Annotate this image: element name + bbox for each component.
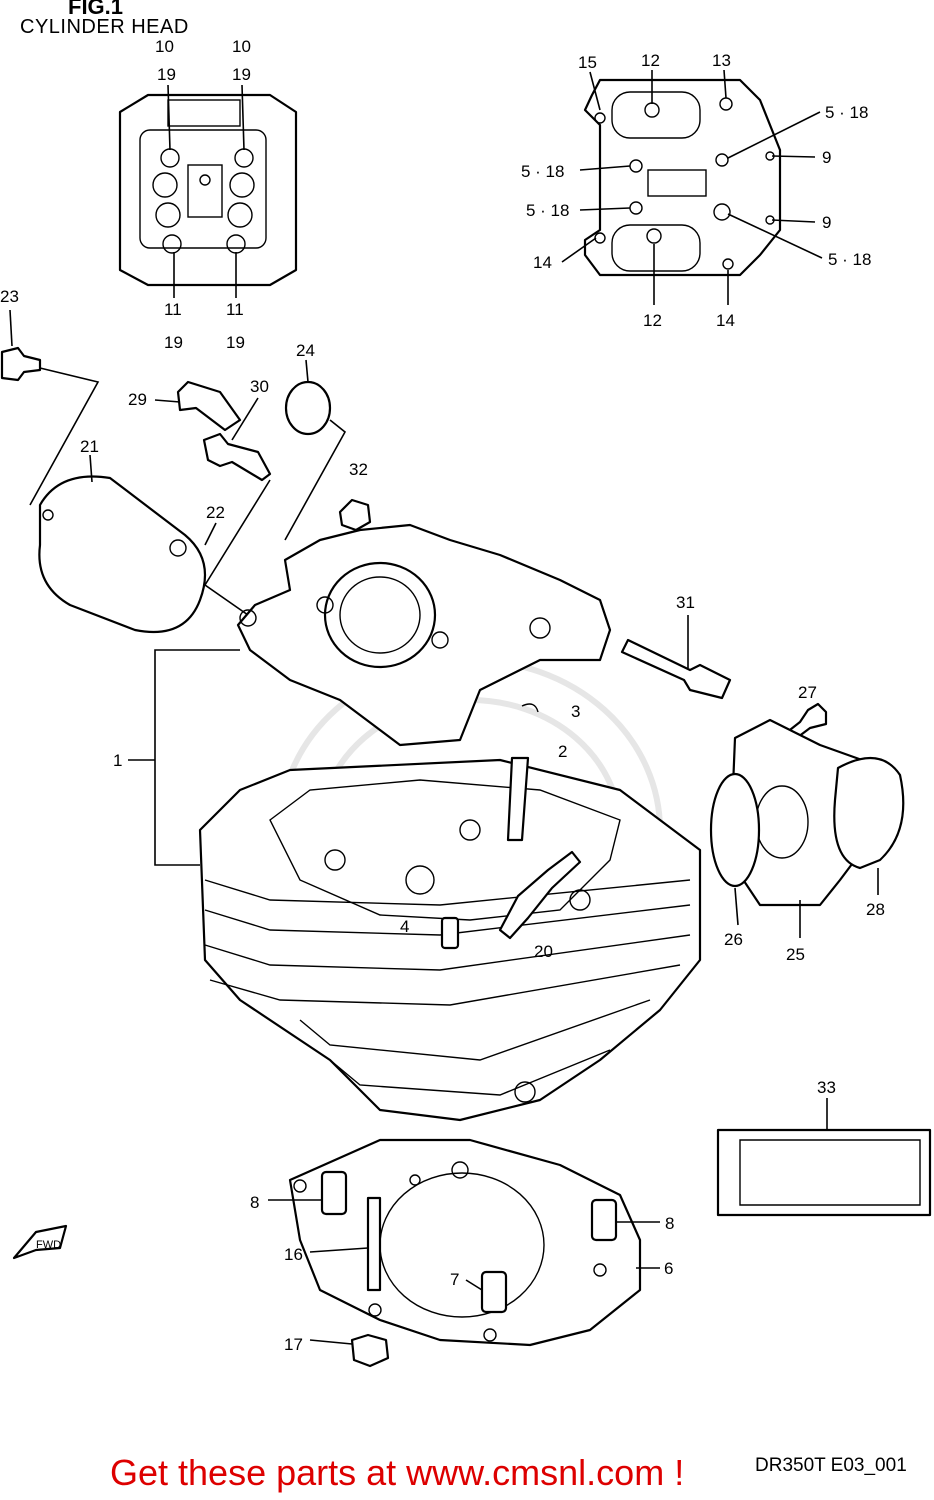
promo-banner[interactable]: Get these parts at www.cmsnl.com ! xyxy=(110,1452,685,1493)
model-code: DR350T E03_001 xyxy=(755,1455,907,1476)
cover-top-view-inset xyxy=(561,69,823,305)
callout-11a: 11 xyxy=(164,300,182,319)
callout-3: 3 xyxy=(571,702,580,721)
callout-9a: 9 xyxy=(822,148,831,167)
callout-8b: 8 xyxy=(665,1214,674,1233)
callout-20: 20 xyxy=(534,942,553,961)
bolt-31 xyxy=(620,615,732,700)
callout-518b: 5 · 18 xyxy=(521,162,564,181)
callout-14b: 14 xyxy=(716,311,735,330)
head-gasket-group xyxy=(268,1138,660,1368)
callout-16: 16 xyxy=(284,1245,303,1264)
head-top-view-inset xyxy=(118,84,298,298)
callout-12b: 12 xyxy=(643,311,662,330)
callout-32: 32 xyxy=(349,460,368,479)
callout-19a: 19 xyxy=(157,65,176,84)
callout-518a: 5 · 18 xyxy=(825,103,868,122)
callout-17: 17 xyxy=(284,1335,303,1354)
fwd-arrow-icon: FWD xyxy=(12,1224,68,1260)
callout-8a: 8 xyxy=(250,1193,259,1212)
callout-4: 4 xyxy=(400,917,409,936)
callout-labels: 10 10 19 19 11 11 19 19 15 12 13 5 · 18 … xyxy=(0,37,885,1354)
callout-1: 1 xyxy=(113,751,122,770)
callout-22: 22 xyxy=(206,503,225,522)
figure-label: FIG.1 xyxy=(68,0,124,19)
callout-6: 6 xyxy=(664,1259,673,1278)
callout-11b: 11 xyxy=(226,300,244,319)
callout-26: 26 xyxy=(724,930,743,949)
callout-14a: 14 xyxy=(533,253,552,272)
callout-518c: 5 · 18 xyxy=(526,201,569,220)
gasket-set-33 xyxy=(716,1098,932,1217)
callout-518d: 5 · 18 xyxy=(828,250,871,269)
callout-19d: 19 xyxy=(226,333,245,352)
tappet-cover-group xyxy=(0,309,347,634)
callout-33: 33 xyxy=(817,1078,836,1097)
callout-29: 29 xyxy=(128,390,147,409)
callout-24: 24 xyxy=(296,341,315,360)
callout-19b: 19 xyxy=(232,65,251,84)
cylinder-head-main xyxy=(128,498,702,1122)
callout-30: 30 xyxy=(250,377,269,396)
callout-13: 13 xyxy=(712,51,731,70)
callout-12a: 12 xyxy=(641,51,660,70)
intake-pipe-group xyxy=(709,702,905,938)
callout-2: 2 xyxy=(558,742,567,761)
callout-7: 7 xyxy=(450,1270,459,1289)
callout-19c: 19 xyxy=(164,333,183,352)
callout-28: 28 xyxy=(866,900,885,919)
callout-31: 31 xyxy=(676,593,695,612)
fwd-label: FWD xyxy=(36,1239,61,1251)
diagram-title: CYLINDER HEAD xyxy=(20,16,189,38)
callout-9b: 9 xyxy=(822,213,831,232)
callout-10a: 10 xyxy=(155,37,174,56)
callout-10b: 10 xyxy=(232,37,251,56)
callout-27: 27 xyxy=(798,683,817,702)
callout-25: 25 xyxy=(786,945,805,964)
callout-23: 23 xyxy=(0,287,19,306)
callout-15: 15 xyxy=(578,53,597,72)
callout-21: 21 xyxy=(80,437,99,456)
